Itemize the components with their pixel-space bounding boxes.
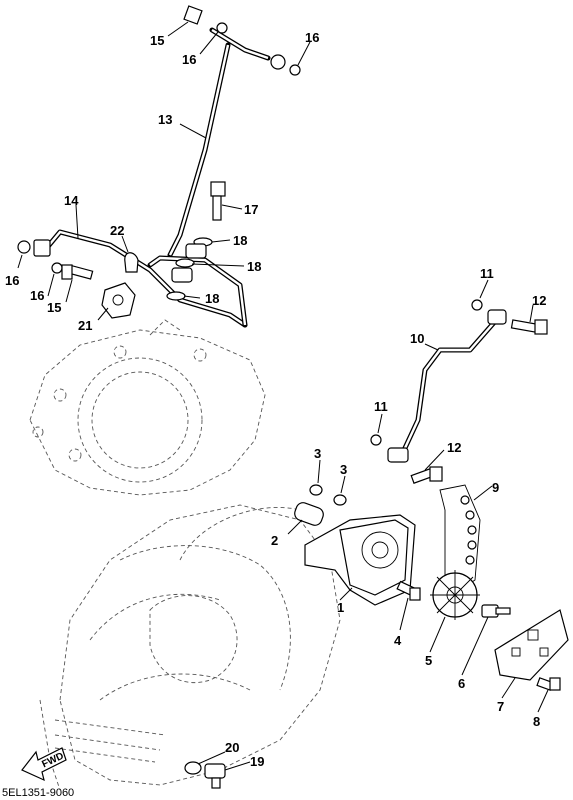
callout-10: 10 — [410, 331, 424, 346]
callout-20: 20 — [225, 740, 239, 755]
drive-chain-9 — [439, 484, 481, 591]
oil-delivery-pipe-14 — [17, 229, 248, 328]
oil-pipe-10 — [370, 299, 548, 484]
fwd-label: FWD — [40, 751, 65, 771]
diagram-code: 5EL1351-9060 — [2, 787, 74, 799]
callout-18a: 18 — [233, 233, 247, 248]
callout-3b: 3 — [340, 462, 347, 477]
callout-1: 1 — [337, 600, 344, 615]
callout-16a: 16 — [182, 52, 196, 67]
callout-7: 7 — [497, 699, 504, 714]
engine-outline — [29, 319, 341, 791]
callout-17: 17 — [244, 202, 258, 217]
fwd-arrow: FWD — [21, 747, 67, 782]
callout-19: 19 — [250, 754, 264, 769]
callout-3a: 3 — [314, 446, 321, 461]
callout-11a: 11 — [480, 266, 494, 281]
union-bolt-17 — [166, 181, 226, 301]
callout-9: 9 — [492, 480, 499, 495]
bolt-8 — [536, 677, 561, 691]
bolt-6 — [481, 604, 511, 618]
sprocket-5 — [430, 570, 480, 620]
callout-22: 22 — [110, 223, 124, 238]
callout-11b: 11 — [374, 399, 388, 414]
drain-bolt-19 — [184, 761, 226, 789]
callout-8: 8 — [533, 714, 540, 729]
callout-14: 14 — [64, 193, 79, 208]
callout-12b: 12 — [447, 440, 461, 455]
callout-16b: 16 — [305, 30, 319, 45]
callout-21: 21 — [78, 318, 92, 333]
cover-7 — [494, 609, 569, 681]
callout-15a: 15 — [150, 33, 164, 48]
callout-6: 6 — [458, 676, 465, 691]
callout-5: 5 — [425, 653, 432, 668]
leader-lines — [17, 21, 549, 771]
callout-labels: 15 16 16 13 14 22 17 18 18 18 16 16 15 2… — [5, 30, 546, 769]
callout-4: 4 — [394, 633, 402, 648]
callout-18c: 18 — [205, 291, 219, 306]
callout-12a: 12 — [532, 293, 546, 308]
bolt-4 — [396, 580, 421, 601]
oil-delivery-pipe-13 — [167, 5, 301, 258]
callout-2: 2 — [271, 533, 278, 548]
callout-16c: 16 — [5, 273, 19, 288]
oil-pump-1 — [294, 484, 416, 606]
callout-16d: 16 — [30, 288, 44, 303]
callout-18b: 18 — [247, 259, 261, 274]
callout-15b: 15 — [47, 300, 61, 315]
callout-13: 13 — [158, 112, 172, 127]
bracket-21 — [101, 252, 139, 319]
